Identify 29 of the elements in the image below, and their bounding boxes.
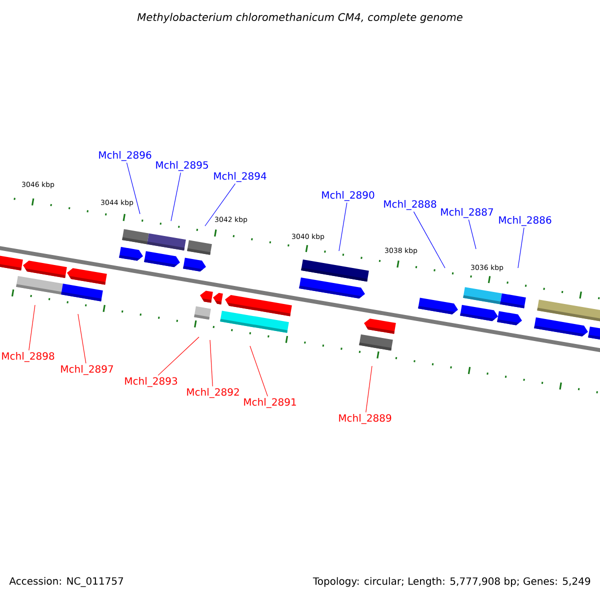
gene-label: Mchl_2893 <box>125 377 178 387</box>
leader-line <box>518 227 524 268</box>
gene-label: Mchl_2895 <box>156 161 208 171</box>
leader-line <box>170 172 181 222</box>
leader-line <box>413 211 446 268</box>
leader-line <box>250 346 268 397</box>
leader-line <box>126 162 140 214</box>
gene-label: Mchl_2890 <box>322 191 374 201</box>
title: Methylobacterium chloromethanicum CM4, complete genome <box>137 12 462 24</box>
leader-line <box>366 366 372 413</box>
gene-label: Mchl_2898 <box>2 352 54 362</box>
leader-line <box>158 336 200 376</box>
leader-line <box>468 219 476 250</box>
leader-line <box>338 202 348 252</box>
gene-label: Mchl_2896 <box>99 151 152 161</box>
gene-label: Mchl_2887 <box>441 208 493 218</box>
gene-label: Mchl_2886 <box>499 216 552 226</box>
gene-label: Mchl_2892 <box>187 388 239 398</box>
gene-label: Mchl_2889 <box>339 414 392 424</box>
leader-line <box>78 314 86 364</box>
gene-label: Mchl_2894 <box>214 172 266 182</box>
info-text: Accession: NC_011757 <box>9 577 124 587</box>
leader-line <box>204 183 236 226</box>
info-text: Topology: circular; Length: 5,777,908 bp; Genes: 5,249 <box>312 577 590 587</box>
gene-label: Mchl_2891 <box>244 398 296 408</box>
gene-label: Mchl_2897 <box>61 365 113 375</box>
leader-line <box>28 304 36 351</box>
gene-label: Mchl_2888 <box>384 200 436 210</box>
leader-line <box>210 340 213 387</box>
